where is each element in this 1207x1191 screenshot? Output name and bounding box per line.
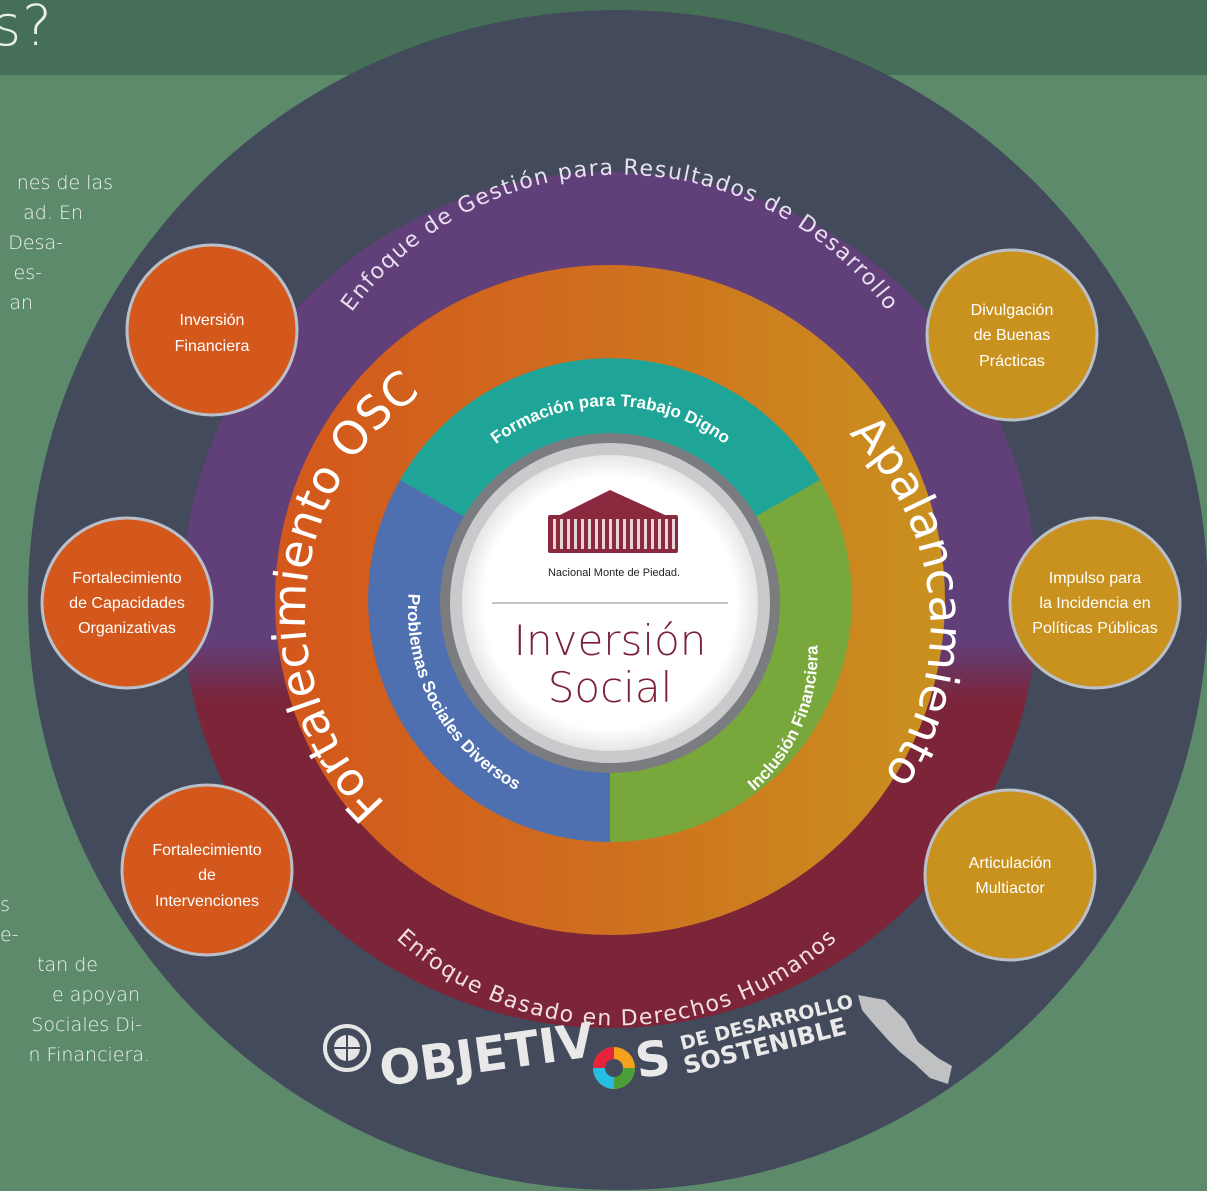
text-line: nes de las — [16, 172, 113, 194]
bubble-fortalecimiento-capacidades: Fortalecimiento de Capacidades Organizat… — [40, 516, 214, 690]
bubble-line: de Buenas — [974, 327, 1051, 344]
bubble-impulso-incidencia: Impulso para la Incidencia en Políticas … — [1008, 516, 1182, 690]
left-paragraph-top: nes de las ad. En Desa- es- an — [0, 168, 113, 318]
sdg-wheel-icon — [593, 1047, 635, 1089]
text-line: ad. En — [23, 202, 83, 224]
bubble-line: Impulso para — [1049, 570, 1142, 587]
bubble-line: de Capacidades — [69, 595, 185, 612]
text-line: tan de — [37, 954, 98, 976]
bubble-line: la Incidencia en — [1039, 595, 1150, 612]
bubble-line: Inversión — [180, 312, 245, 329]
bubble-line: Organizativas — [78, 620, 176, 637]
bubble-divulgacion: Divulgación de Buenas Prácticas — [925, 248, 1099, 422]
center-title-line1: Inversión — [514, 616, 707, 665]
bubble-line: de — [198, 867, 216, 884]
text-line: Sociales Di- — [31, 1014, 142, 1036]
bubble-line: Divulgación — [971, 302, 1054, 319]
bubble-fortalecimiento-intervenciones: Fortalecimiento de Intervenciones — [120, 783, 294, 957]
mexico-map-icon — [858, 995, 952, 1084]
monte-de-piedad-logo — [548, 490, 678, 553]
logo-caption: Nacional Monte de Piedad. — [548, 567, 680, 579]
bubble-articulacion-multiactor: Articulación Multiactor — [923, 788, 1097, 962]
bubble-inversion-financiera: Inversión Financiera — [125, 243, 299, 417]
text-line: s — [0, 894, 10, 916]
text-line: es- — [13, 262, 42, 284]
text-line: e- — [0, 924, 19, 946]
bubble-line: Intervenciones — [155, 893, 259, 910]
text-line: n Financiera. — [28, 1044, 150, 1066]
text-line: an — [9, 292, 33, 314]
text-line: e apoyan — [52, 984, 140, 1006]
ods-letter-s: S — [632, 1030, 674, 1090]
bubble-line: Fortalecimiento — [152, 842, 261, 859]
left-paragraph-bottom: s e- tan de e apoyan Sociales Di- n Fina… — [0, 890, 150, 1070]
bubble-line: Prácticas — [979, 353, 1045, 370]
bubble-line: Financiera — [175, 338, 250, 355]
un-emblem-icon — [323, 1024, 371, 1072]
bubble-line: Políticas Públicas — [1032, 620, 1157, 637]
bubble-line: Articulación — [969, 855, 1052, 872]
bubble-line: Multiactor — [975, 880, 1045, 897]
text-line: Desa- — [8, 232, 63, 254]
bubble-line: Fortalecimiento — [72, 570, 181, 587]
center-title-line2: Social — [548, 663, 673, 712]
page-title-fragment: s? — [0, 0, 53, 59]
